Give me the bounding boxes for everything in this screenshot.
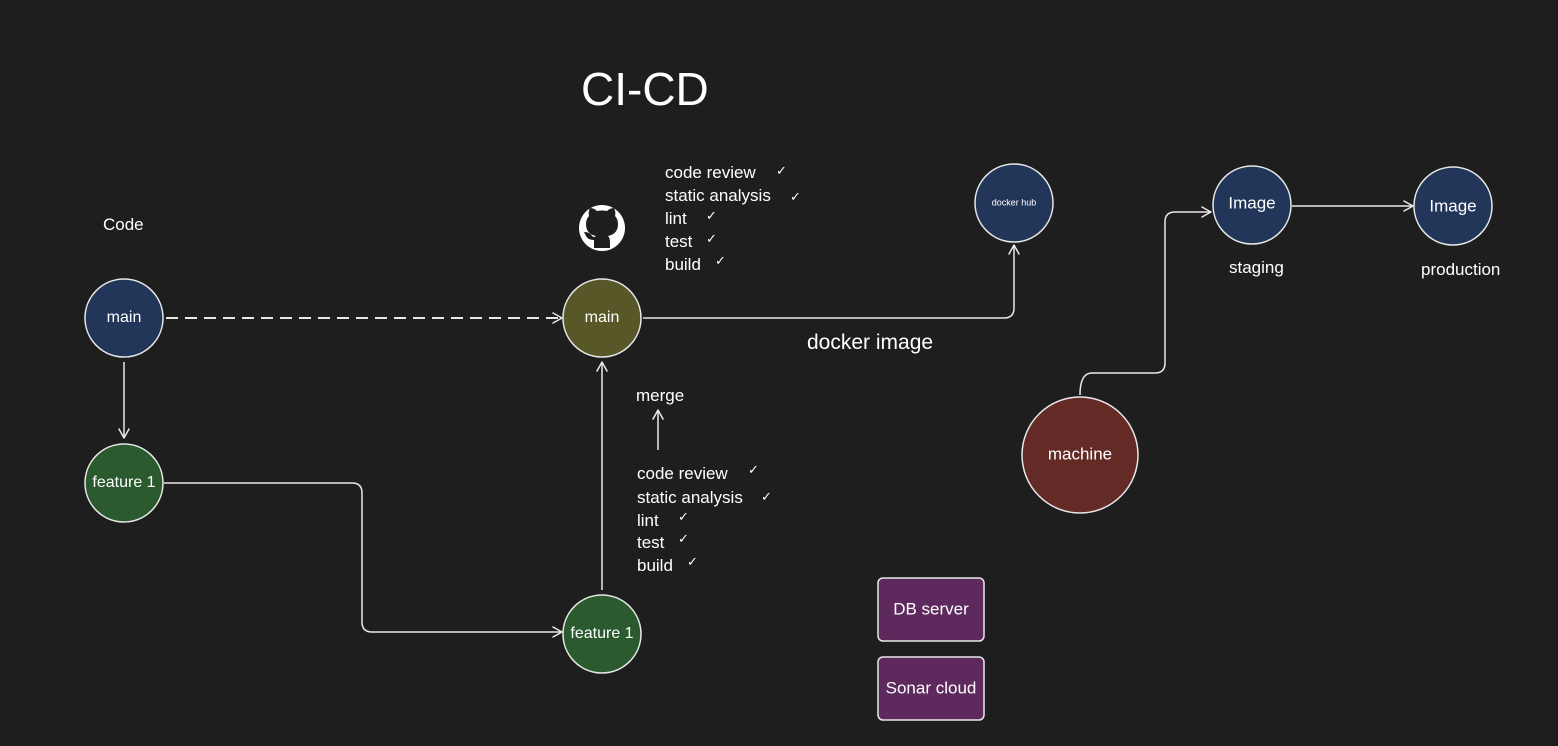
check-icon: ✓ — [790, 190, 801, 205]
checklist-bottom-item: lint — [637, 511, 659, 530]
checklist-top-item: code review — [665, 163, 756, 182]
github-feature-label: feature 1 — [570, 625, 633, 642]
docker-hub-node[interactable]: docker hub — [974, 163, 1054, 243]
check-icon: ✓ — [678, 532, 689, 547]
local-feature-node[interactable]: feature 1 — [84, 443, 164, 523]
sonar-cloud-label: Sonar cloud — [886, 678, 977, 697]
check-icon: ✓ — [761, 490, 772, 505]
checklist-top-item: test — [665, 232, 693, 251]
production-image-node[interactable]: Image — [1413, 166, 1493, 246]
checklist-top-item: build — [665, 255, 701, 274]
github-feature-node[interactable]: feature 1 — [562, 594, 642, 674]
check-icon: ✓ — [706, 209, 717, 224]
check-icon: ✓ — [678, 510, 689, 525]
checklist-bottom: code review ✓ static analysis ✓ lint ✓ t… — [637, 463, 772, 575]
check-icon: ✓ — [687, 555, 698, 570]
docker-hub-label: docker hub — [992, 197, 1037, 207]
checklist-top: code review ✓ static analysis ✓ lint ✓ t… — [665, 163, 801, 274]
staging-label: staging — [1229, 258, 1284, 277]
check-icon: ✓ — [776, 164, 787, 179]
staging-image-node[interactable]: Image — [1212, 165, 1292, 245]
sonar-cloud-box[interactable]: Sonar cloud — [877, 656, 985, 721]
merge-label: merge — [636, 386, 684, 405]
checklist-bottom-item: code review — [637, 464, 728, 483]
checklist-top-item: static analysis — [665, 186, 771, 205]
check-icon: ✓ — [748, 463, 759, 478]
local-feature-label: feature 1 — [92, 474, 155, 491]
checklist-bottom-item: static analysis — [637, 488, 743, 507]
staging-image-label: Image — [1228, 193, 1275, 212]
machine-arrow — [1079, 206, 1212, 396]
docker-push-arrow — [643, 244, 1020, 319]
github-main-label: main — [585, 309, 620, 326]
local-main-label: main — [107, 309, 142, 326]
production-image-label: Image — [1429, 196, 1476, 215]
checklist-bottom-item: test — [637, 533, 665, 552]
check-icon: ✓ — [706, 232, 717, 247]
docker-image-label: docker image — [807, 331, 933, 354]
local-main-node[interactable]: main — [84, 278, 164, 358]
machine-label: machine — [1048, 444, 1112, 463]
github-icon — [579, 205, 625, 251]
checklist-top-item: lint — [665, 209, 687, 228]
code-label: Code — [103, 215, 144, 234]
production-label: production — [1421, 260, 1500, 279]
check-icon: ✓ — [715, 254, 726, 269]
checklist-bottom-item: build — [637, 556, 673, 575]
feature-push-arrow — [164, 482, 563, 638]
github-main-node[interactable]: main — [562, 278, 642, 358]
db-server-label: DB server — [893, 599, 969, 618]
diagram-title: CI-CD — [581, 63, 709, 115]
machine-node[interactable]: machine — [1021, 396, 1139, 514]
db-server-box[interactable]: DB server — [877, 577, 985, 642]
